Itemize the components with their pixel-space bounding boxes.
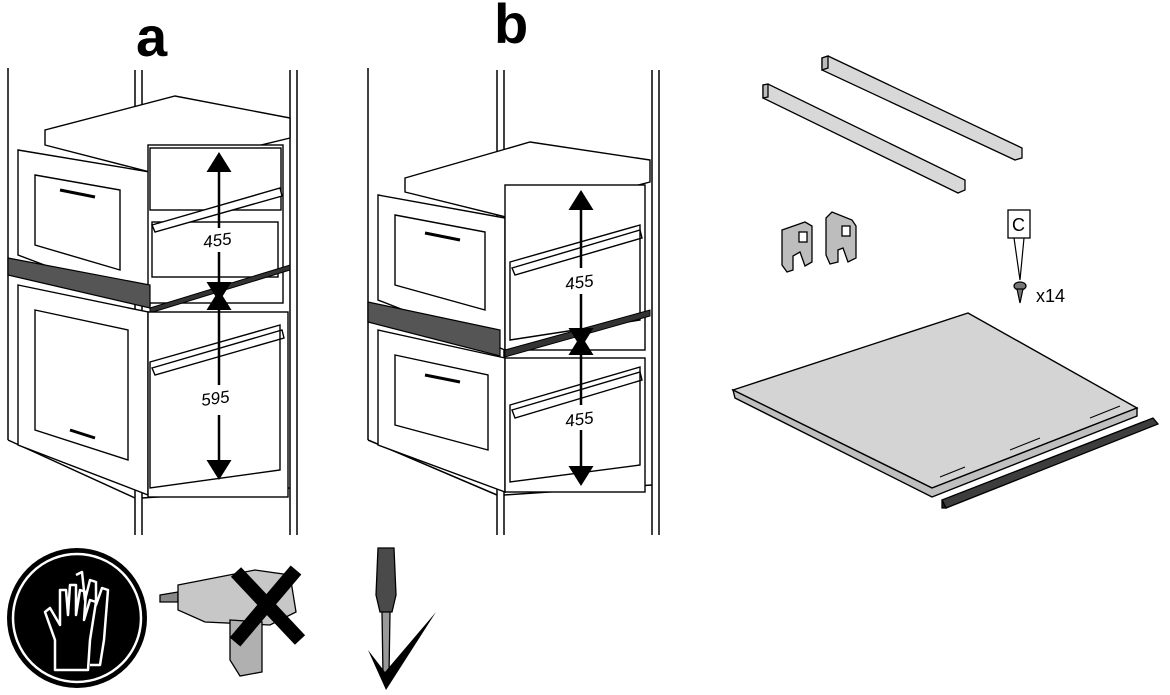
panel-b: b [367, 0, 660, 535]
panel-b-label: b [494, 0, 528, 55]
height-label-a-bottom: 595 [200, 387, 231, 410]
mounting-rail-2 [821, 55, 1023, 161]
bracket-left [781, 221, 813, 273]
screw-quantity: x14 [1036, 286, 1065, 306]
height-label-b-top: 455 [564, 271, 595, 294]
lower-oven-a [17, 284, 289, 498]
shelf-plate [731, 312, 1139, 498]
height-label-b-bottom: 455 [564, 408, 595, 431]
parts-group: C x14 [731, 55, 1160, 509]
gloves-mandatory-icon [7, 548, 147, 688]
screwdriver-allowed-icon [368, 547, 436, 690]
screw-tag-letter: C [1012, 215, 1025, 235]
front-trim-strip [941, 417, 1160, 509]
panel-a: a [7, 5, 298, 535]
panel-a-label: a [136, 5, 168, 68]
mounting-rail-1 [762, 83, 966, 194]
no-power-drill-icon [159, 565, 306, 677]
screw-tag: C [1007, 209, 1031, 281]
divider-plate-b [367, 301, 501, 357]
screw-icon [1013, 281, 1027, 304]
height-label-a-top: 455 [202, 229, 233, 252]
bracket-right [825, 211, 857, 265]
